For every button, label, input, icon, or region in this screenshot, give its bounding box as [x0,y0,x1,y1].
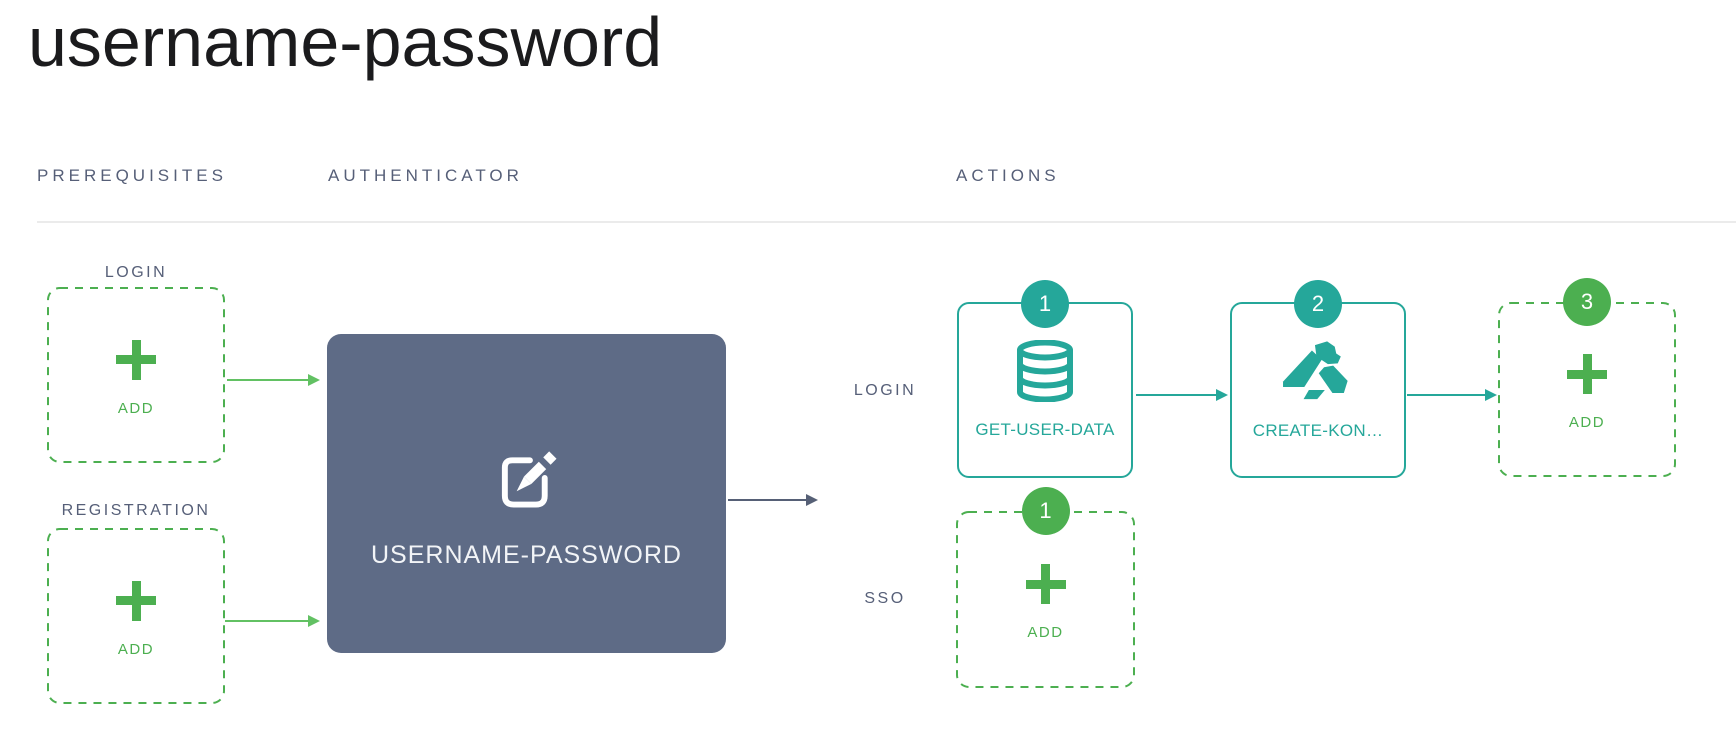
authenticator-name: USERNAME-PASSWORD [370,541,682,569]
arrow-registration-to-authenticator [223,615,320,627]
add-button-label: ADD [1568,414,1606,431]
arrow-step1-to-step2 [1136,389,1228,401]
step-order-badge: 1 [1021,280,1069,328]
action-step-get-user-data[interactable]: 1 GET-USER-DATA [957,280,1133,478]
page-title: username-password [28,3,663,81]
arrow-step2-to-step3 [1407,389,1497,401]
step-label: CREATE-KON… [1252,421,1384,440]
database-icon [1017,340,1073,402]
edit-icon [501,451,557,508]
plus-icon [1567,354,1607,394]
column-header-prerequisites: PREREQUISITES [37,166,227,185]
add-button-label: ADD [117,640,155,658]
step-label: GET-USER-DATA [975,420,1115,439]
add-button-label: ADD [117,399,155,417]
prereq-login-add-box[interactable]: ADD [47,287,225,463]
action-login-add-box[interactable]: 3 ADD [1498,278,1676,477]
step-order-badge: 3 [1563,278,1611,326]
actions-login-row-label: LOGIN [853,382,917,399]
plus-icon [116,580,156,621]
actions-sso-row-label: SSO [864,590,906,607]
action-step-create-kong[interactable]: 2 CREATE-KON… [1230,280,1406,478]
plus-icon [1025,564,1066,604]
plus-icon [116,339,156,380]
header-divider [37,221,1736,223]
column-header-actions: ACTIONS [956,166,1060,185]
prereq-login-label: LOGIN [104,264,168,281]
add-button-label: ADD [1027,624,1064,641]
prereq-registration-add-box[interactable]: ADD [47,528,225,704]
prereq-registration-label: REGISTRATION [61,502,211,519]
authenticator-node[interactable]: USERNAME-PASSWORD [327,334,726,653]
step-order-badge: 1 [1021,487,1070,535]
column-header-authenticator: AUTHENTICATOR [328,166,523,185]
action-sso-add-box[interactable]: 1 ADD [956,487,1135,688]
kong-gorilla-icon [1283,341,1348,400]
arrow-login-to-authenticator [227,374,320,386]
step-order-badge: 2 [1294,280,1342,328]
arrow-authenticator-to-actions [728,494,818,506]
